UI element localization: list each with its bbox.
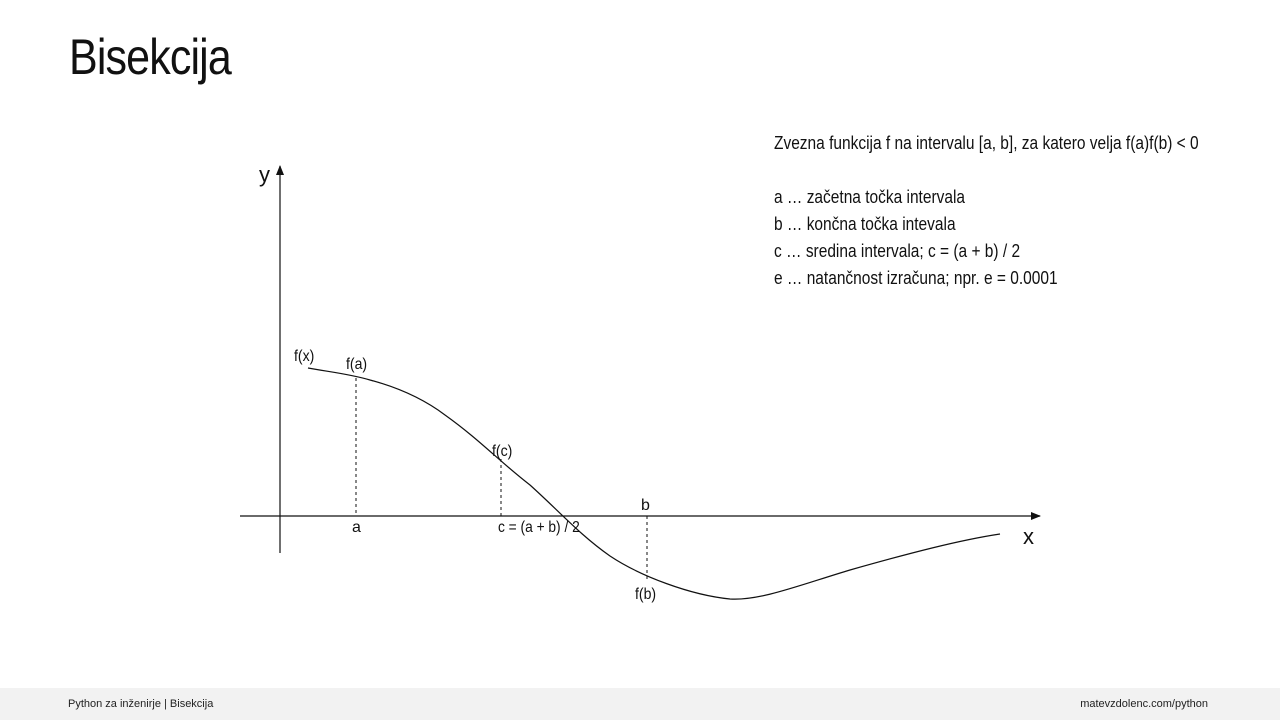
c-label: c = (a + b) / 2 bbox=[498, 518, 580, 536]
description-item-b: b … končna točka intevala bbox=[774, 214, 956, 234]
description-item-a: a … začetna točka intervala bbox=[774, 187, 966, 207]
x-axis-label: x bbox=[1023, 524, 1034, 549]
description-item-e: e … natančnost izračuna; npr. e = 0.0001 bbox=[774, 268, 1058, 288]
b-label: b bbox=[641, 497, 650, 514]
function-curve bbox=[307, 367, 1001, 600]
footer: Python za inženirje | Bisekcija matevzdo… bbox=[0, 688, 1280, 720]
description-intro: Zvezna funkcija f na intervalu [a, b], z… bbox=[774, 133, 1199, 153]
slide-title: Bisekcija bbox=[69, 29, 232, 85]
a-label: a bbox=[352, 519, 361, 536]
curve-label: f(x) bbox=[294, 347, 314, 365]
footer-left-text: Python za inženirje | Bisekcija bbox=[68, 698, 214, 710]
bisection-diagram: y x f(x) f(a) f(c) f(b) a b c = (a + b) … bbox=[240, 162, 1041, 603]
fb-label: f(b) bbox=[635, 585, 656, 603]
description-item-c: c … sredina intervala; c = (a + b) / 2 bbox=[774, 241, 1021, 261]
description-panel: Zvezna funkcija f na intervalu [a, b], z… bbox=[774, 130, 1199, 292]
fc-label: f(c) bbox=[492, 442, 512, 460]
y-axis-label: y bbox=[259, 162, 270, 187]
fa-label: f(a) bbox=[346, 355, 367, 373]
footer-right-link[interactable]: matevzdolenc.com/python bbox=[1080, 698, 1208, 710]
